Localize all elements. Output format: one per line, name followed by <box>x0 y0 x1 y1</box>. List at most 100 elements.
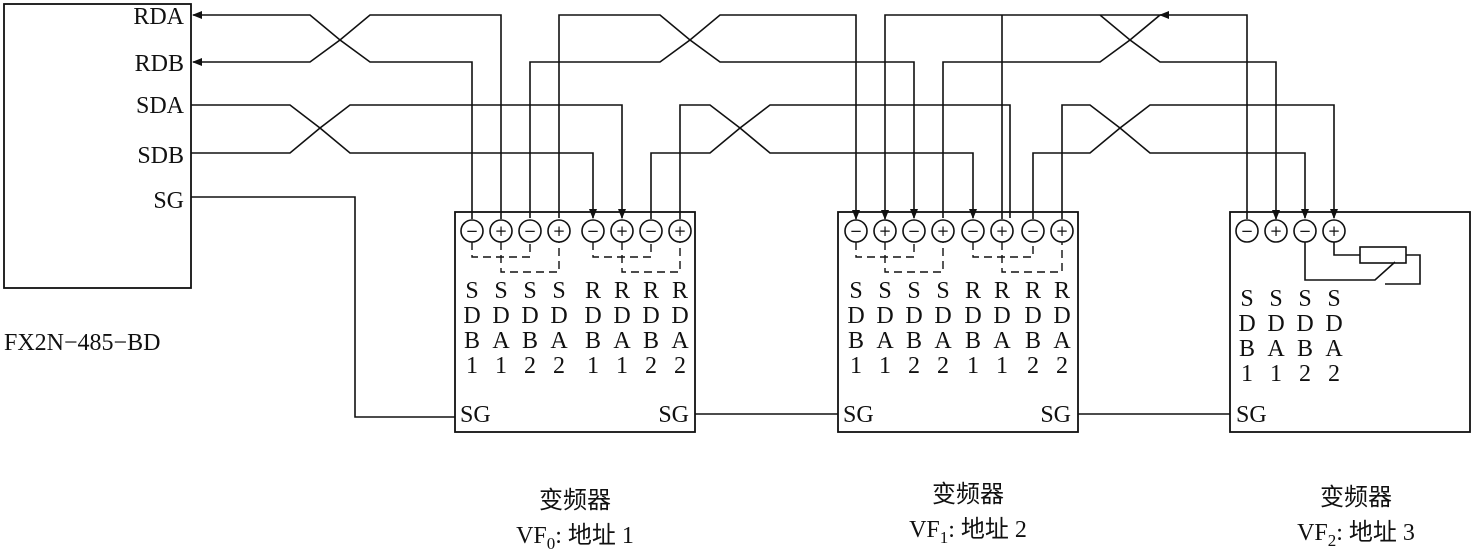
vf1-col7-r2: D <box>1024 303 1041 329</box>
vf0-sg-left: SG <box>460 402 491 428</box>
vf1-col6-r1: R <box>994 278 1010 304</box>
vf1-term-mark-3: − <box>908 222 921 240</box>
vf0-id: VF0: 地址 1 <box>516 522 634 553</box>
vf1-col7-r4: 2 <box>1027 353 1039 379</box>
plc-terminal-rda: RDA <box>133 4 184 30</box>
vf2-col1-r1: S <box>1240 286 1253 312</box>
vf1-col2-r3: A <box>876 328 894 354</box>
vf1-col5-r1: R <box>965 278 981 304</box>
vf0-col2-r4: 1 <box>495 353 507 379</box>
vf2-term-mark-3: − <box>1299 222 1312 240</box>
vf2-address: : 地址 3 <box>1336 519 1415 546</box>
plc-terminal-sdb: SDB <box>137 143 184 169</box>
wire-vf1-rda-out <box>1061 104 1338 219</box>
wire-vf0-upper-to-vf1-sda2 <box>942 39 1280 220</box>
vf0-address: : 地址 1 <box>555 522 634 549</box>
vf2-col1-r2: D <box>1238 311 1255 337</box>
vf0-col6-r2: D <box>613 303 630 329</box>
vf0-col4-r3: A <box>550 328 568 354</box>
vf0-term-mark-8: + <box>674 222 687 240</box>
plc-model-label: FX2N−485−BD <box>4 330 160 356</box>
vf1-col2-r2: D <box>876 303 893 329</box>
wire-plc-sdb <box>191 126 597 219</box>
vf0-col2-r1: S <box>494 278 507 304</box>
wire-vf1-upper-to-vf2 <box>1159 11 1248 219</box>
vf0-term-mark-6: + <box>616 222 629 240</box>
vf1-term-mark-5: − <box>967 222 980 240</box>
vf1-col6-r3: A <box>993 328 1011 354</box>
vf1-col3-r4: 2 <box>908 353 920 379</box>
vf0-col5-r3: B <box>585 328 601 354</box>
vf2-col1-r3: B <box>1239 336 1255 362</box>
vf0-col8-r2: D <box>671 303 688 329</box>
wiring <box>191 11 1338 418</box>
vf1-title: 变频器 <box>932 481 1004 508</box>
vf1-col8-r4: 2 <box>1056 353 1068 379</box>
vf0-title: 变频器 <box>539 487 611 514</box>
vf0-col7-r2: D <box>642 303 659 329</box>
vf0-term-mark-1: − <box>466 222 479 240</box>
vf2-term-mark-1: − <box>1241 222 1254 240</box>
vf1-sg-right: SG <box>1040 402 1071 428</box>
vf1-id-main: VF <box>909 517 940 543</box>
vf0-col2-r3: A <box>492 328 510 354</box>
wire-vf0-sda-feed <box>529 39 918 219</box>
wire-vf1-rdb-out <box>1032 126 1309 219</box>
vf0-col6-r4: 1 <box>616 353 628 379</box>
vf2-col2-r1: S <box>1269 286 1282 312</box>
vf1-col8-r2: D <box>1053 303 1070 329</box>
vf1-internal-link-rdb <box>972 242 1034 258</box>
vf0-internal-link-rda <box>621 242 681 273</box>
vf1-terminal-columns: S D B 1 S D A 1 S D B 2 S D A 2 R D B 1 … <box>847 278 1071 379</box>
vf0-col8-r4: 2 <box>674 353 686 379</box>
vf0-col1-r1: S <box>465 278 478 304</box>
wire-vf0-sda-to-vf1 <box>881 14 1163 220</box>
vf2-id-sub: 2 <box>1328 531 1337 550</box>
vf0-col3-r1: S <box>523 278 536 304</box>
vf0-id-sub: 0 <box>547 534 556 553</box>
vf1-term-mark-8: + <box>1056 222 1069 240</box>
vf0-col2-r2: D <box>492 303 509 329</box>
plc-terminal-sda: SDA <box>136 93 185 119</box>
inverter-vf0: − + − + − + − + S D B 1 S D A 1 S D B 2 … <box>454 211 696 433</box>
vf1-col5-r3: B <box>965 328 981 354</box>
vf0-col8-r3: A <box>671 328 689 354</box>
vf2-col2-r4: 1 <box>1270 361 1282 387</box>
vf0-id-main: VF <box>516 523 547 549</box>
vf0-col5-r2: D <box>584 303 601 329</box>
vf0-term-mark-4: + <box>553 222 566 240</box>
vf1-col6-r4: 1 <box>996 353 1008 379</box>
vf0-col1-r4: 1 <box>466 353 478 379</box>
vf1-col5-r4: 1 <box>967 353 979 379</box>
wire-plc-rdb <box>192 39 473 219</box>
vf1-address: : 地址 2 <box>948 516 1027 543</box>
vf0-sg-right: SG <box>658 402 689 428</box>
caption-vf1: 变频器 VF1: 地址 2 <box>909 481 1027 547</box>
vf0-col5-r1: R <box>585 278 601 304</box>
vf2-term-mark-2: + <box>1270 222 1283 240</box>
vf0-col3-r3: B <box>522 328 538 354</box>
vf2-col3-r1: S <box>1298 286 1311 312</box>
caption-vf0: 变频器 VF0: 地址 1 <box>516 487 634 553</box>
vf0-internal-link-sda <box>500 242 560 273</box>
vf2-id: VF2: 地址 3 <box>1297 519 1415 550</box>
vf1-col4-r1: S <box>936 278 949 304</box>
plc-terminal-sg: SG <box>153 188 184 214</box>
caption-vf2: 变频器 VF2: 地址 3 <box>1297 484 1415 550</box>
vf1-sg-left: SG <box>843 402 874 428</box>
vf0-col5-r4: 1 <box>587 353 599 379</box>
vf0-col3-r4: 2 <box>524 353 536 379</box>
inverter-vf1: − + − + − + − + S D B 1 S D A 1 S D B 2 … <box>837 211 1079 433</box>
vf0-term-mark-3: − <box>524 222 537 240</box>
vf1-col3-r1: S <box>907 278 920 304</box>
vf0-term-mark-7: − <box>645 222 658 240</box>
vf0-term-mark-2: + <box>495 222 508 240</box>
vf1-col5-r2: D <box>964 303 981 329</box>
vf1-col1-r2: D <box>847 303 864 329</box>
wire-vf0-sdb-feed <box>558 14 860 220</box>
vf1-col8-r1: R <box>1054 278 1070 304</box>
vf1-col2-r1: S <box>878 278 891 304</box>
vf0-terminal-columns: S D B 1 S D A 1 S D B 2 S D A 2 R D B 1 … <box>463 278 689 379</box>
vf2-col4-r3: A <box>1325 336 1343 362</box>
